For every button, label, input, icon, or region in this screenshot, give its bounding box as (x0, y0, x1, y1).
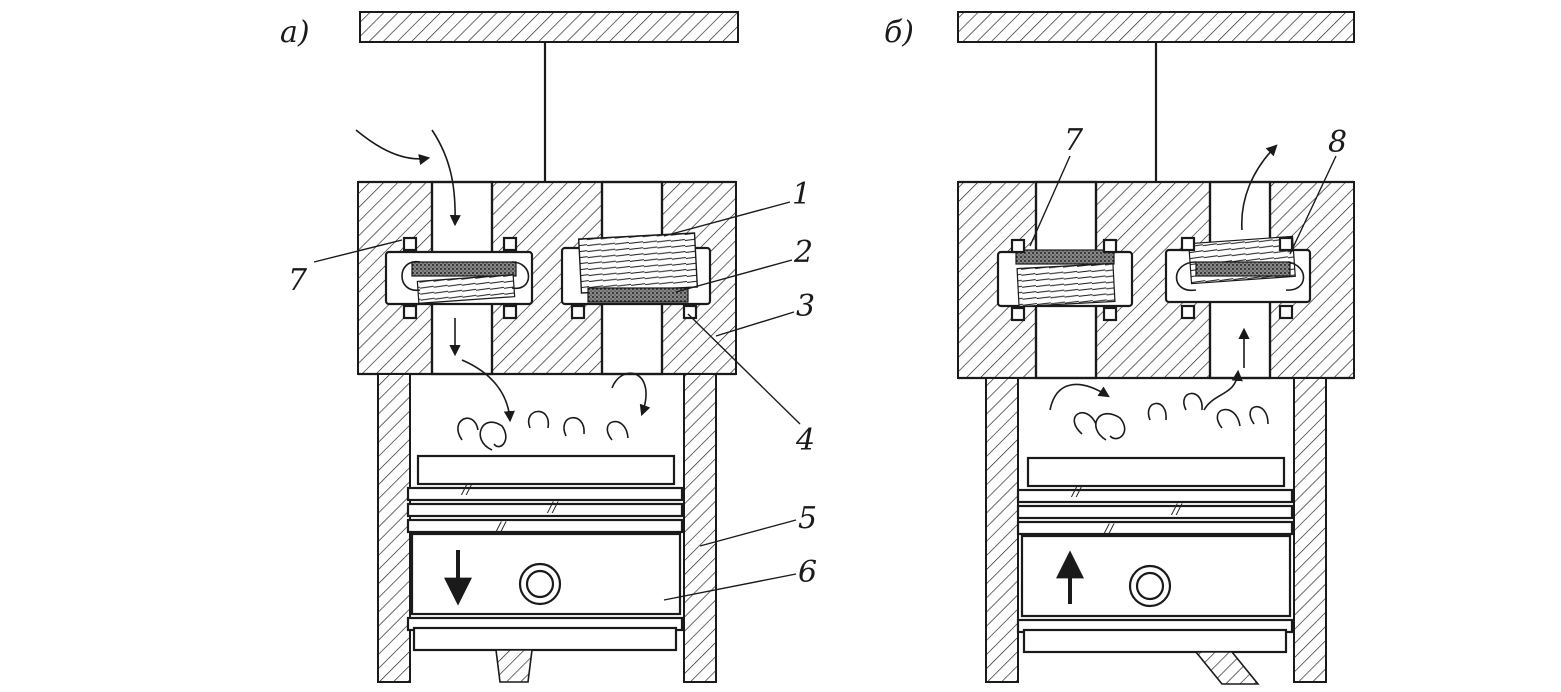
panel-b: б) (884, 11, 1355, 685)
panel-a-cylinder-wall-right (683, 373, 717, 683)
ring-mark: // (1170, 502, 1183, 518)
panel-a-swirl-arrow (461, 359, 515, 423)
panel-b-callouts: 7 8 (1029, 123, 1347, 255)
callout-5: 5 (798, 501, 817, 536)
panel-a-swirl-arrow-2 (611, 372, 651, 417)
ring-mark: // (1102, 522, 1115, 538)
panel-a: а) (280, 11, 817, 683)
panel-b-piston: // // // (1016, 456, 1294, 685)
callout-1: 1 (792, 177, 811, 212)
panel-a-ceiling (359, 11, 739, 43)
callout-4: 4 (795, 423, 815, 458)
ring-mark: // (460, 482, 473, 498)
panel-b-cylinder-wall-left (985, 377, 1019, 683)
callout-6: 6 (798, 555, 817, 590)
panel-a-cylinder-wall-left (377, 373, 411, 683)
panel-a-inflow-arrow (355, 129, 431, 166)
panel-a-intake-valve (384, 236, 534, 320)
panel-a-exhaust-valve (560, 232, 712, 320)
panel-b-letter: б) (884, 15, 914, 50)
panel-b-intake-valve (996, 238, 1134, 322)
panel-a-piston: // // // (406, 454, 684, 683)
callout-3: 3 (796, 289, 815, 324)
callout-8: 8 (1328, 125, 1347, 160)
panel-a-charge-swirl (457, 410, 629, 451)
ring-mark: // (1070, 484, 1083, 500)
callout-2: 2 (793, 235, 813, 270)
callout-7-a: 7 (288, 263, 308, 298)
panel-b-outflow-arrow (1241, 144, 1278, 231)
panel-b-ceiling (957, 11, 1355, 43)
panel-a-callouts: 7 1 2 3 4 5 6 (288, 177, 817, 601)
ring-mark: // (494, 520, 507, 536)
panel-a-letter: а) (280, 15, 310, 50)
ring-mark: // (546, 500, 559, 516)
panel-a-inflow-arrow-2 (431, 129, 461, 227)
panel-b-charge-swirl (1073, 392, 1269, 441)
panel-b-outflow-arrow-3 (1203, 369, 1243, 411)
panel-b-cylinder-wall-right (1293, 377, 1327, 683)
panel-b-swirl-arrow (1049, 383, 1110, 411)
panel-b-exhaust-valve (1164, 235, 1312, 320)
callout-7-b: 7 (1064, 123, 1084, 158)
